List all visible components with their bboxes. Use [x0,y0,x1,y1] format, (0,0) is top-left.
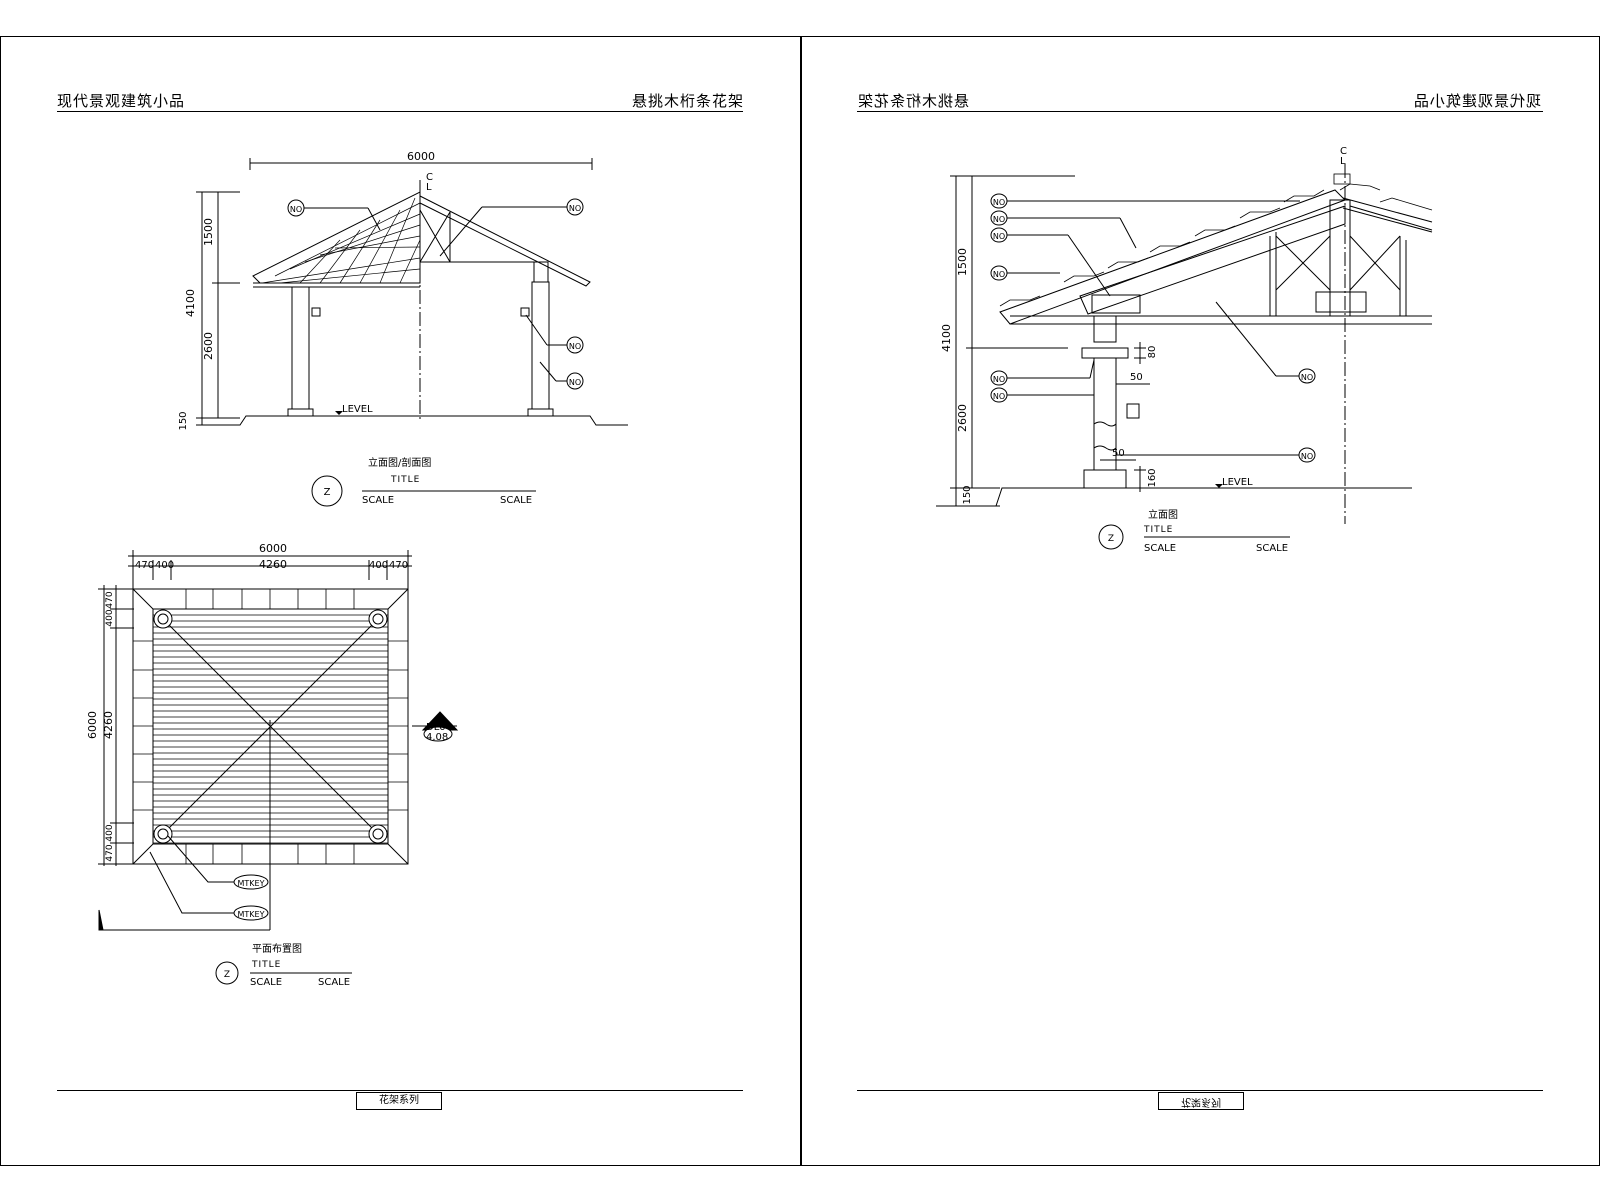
left-footer-rule [57,1090,743,1091]
elev-centerline-l: L [426,182,432,193]
plan-dim-total: 6000 [259,542,287,555]
plan-dim-400a: 400 [155,560,174,571]
plan-dim-400b: 400 [369,560,388,571]
elev-dim-h-base: 150 [178,411,189,430]
detail-dim-80: 80 [1147,346,1158,359]
detail-centerline-l: L [1340,156,1346,167]
svg-text:NO: NO [569,378,581,387]
elev-dim-h-lower: 2600 [202,332,215,360]
svg-text:NO: NO [569,204,581,213]
plan-symbol: Z [224,970,230,980]
left-header-rule [57,111,743,112]
detail-callout-5: NO [990,359,1095,386]
detail-dim-h-upper: 1500 [956,248,969,276]
detail-dim-50b: 50 [1112,448,1125,459]
plan-dim-v-400a: 400 [105,609,115,626]
plan-dim-v-470a: 470 [105,591,115,608]
plan-slope-value: 4.08 [426,732,448,743]
svg-text:NO: NO [993,198,1005,207]
detail-dim-50a: 50 [1130,372,1143,383]
left-footer-label: 花架系列 [356,1092,442,1110]
right-footer-label: 花架系列 [1158,1092,1244,1110]
detail-dim-160: 160 [1147,468,1158,487]
plan-dim-v-400b: 400 [105,824,115,841]
svg-text:NO: NO [1301,373,1313,382]
elev-level-label: LEVEL [342,404,373,415]
plan-slope-top: DL0 [426,722,446,733]
detail-scale-left: SCALE [1144,543,1176,554]
detail-caption: 立面图 [1148,508,1178,521]
elev-callout-4: NO [539,361,584,390]
elev-callout-1: NO [287,199,381,231]
plan-title: TITLE [251,960,281,970]
plan-dim-mid: 4260 [259,558,287,571]
elev-centerline-c: C [426,172,433,183]
detail-scale-right: SCALE [1256,543,1288,554]
elev-caption: 立面图/剖面图 [368,456,431,469]
right-footer-rule [857,1090,1543,1091]
left-sheet [0,36,801,1166]
plan-caption: 平面布置图 [252,943,302,955]
detail-callout-4: NO [990,265,1060,281]
svg-text:NO: NO [569,342,581,351]
detail-title: TITLE [1143,525,1173,535]
detail-callout-6: NO [990,387,1094,403]
svg-text:NO: NO [290,205,302,214]
svg-text:NO: NO [1301,452,1313,461]
detail-dim-h-base: 150 [962,485,973,504]
svg-text:NO: NO [993,270,1005,279]
detail-symbol: Z [1108,534,1114,544]
detail-callout-2: NO [990,210,1137,249]
detail-dim-h-lower: 2600 [956,404,969,432]
right-header-rule [857,111,1543,112]
svg-text:NO: NO [993,232,1005,241]
plan-callout-2: MTKEY [149,851,269,921]
plan-dim-v-total: 6000 [86,711,99,739]
svg-text:NO: NO [993,215,1005,224]
elev-scale-left: SCALE [362,495,394,506]
plan-scale-right: SCALE [318,977,350,988]
svg-text:MTKEY: MTKEY [238,910,265,919]
svg-text:NO: NO [993,392,1005,401]
detail-centerline-c: C [1340,146,1347,157]
plan-scale-left: SCALE [250,977,282,988]
elev-dim-total: 6000 [407,150,435,163]
detail-dim-h-total: 4100 [940,324,953,352]
left-elevation: 6000 1500 2600 4100 150 [178,150,628,507]
elev-dim-h-total: 4100 [184,289,197,317]
left-header-subtitle: 悬挑木桁条花架 [632,92,745,110]
plan-callout-1: MTKEY [167,835,269,890]
elev-scale-right: SCALE [500,495,532,506]
elev-dim-h-upper: 1500 [202,218,215,246]
detail-callout-7: NO [1215,301,1316,384]
plan-section-marker: DL0 4.08 [412,711,459,743]
elev-title: TITLE [390,475,420,485]
detail-callout-1: NO [990,193,1300,209]
svg-text:NO: NO [993,375,1005,384]
plan-dim-470b: 470 [389,560,408,571]
plan-dim-v-mid: 4260 [102,711,115,739]
detail-callout-8: NO [1116,447,1316,463]
left-plan: 6000 470 400 4260 400 470 6000 4260 470 … [86,542,459,988]
elev-callout-2: NO [439,198,584,257]
elev-callout-3: NO [525,314,584,354]
detail-callout-3: NO [990,227,1111,297]
svg-text:MTKEY: MTKEY [238,879,265,888]
elev-symbol: Z [324,487,331,498]
left-header-title: 现代景观建筑小品 [57,92,186,110]
plan-dim-v-470b: 470 [105,844,115,861]
right-detail: 1500 2600 4100 150 [936,146,1433,554]
detail-level-label: LEVEL [1222,477,1253,488]
plan-dim-470a: 470 [135,560,154,571]
